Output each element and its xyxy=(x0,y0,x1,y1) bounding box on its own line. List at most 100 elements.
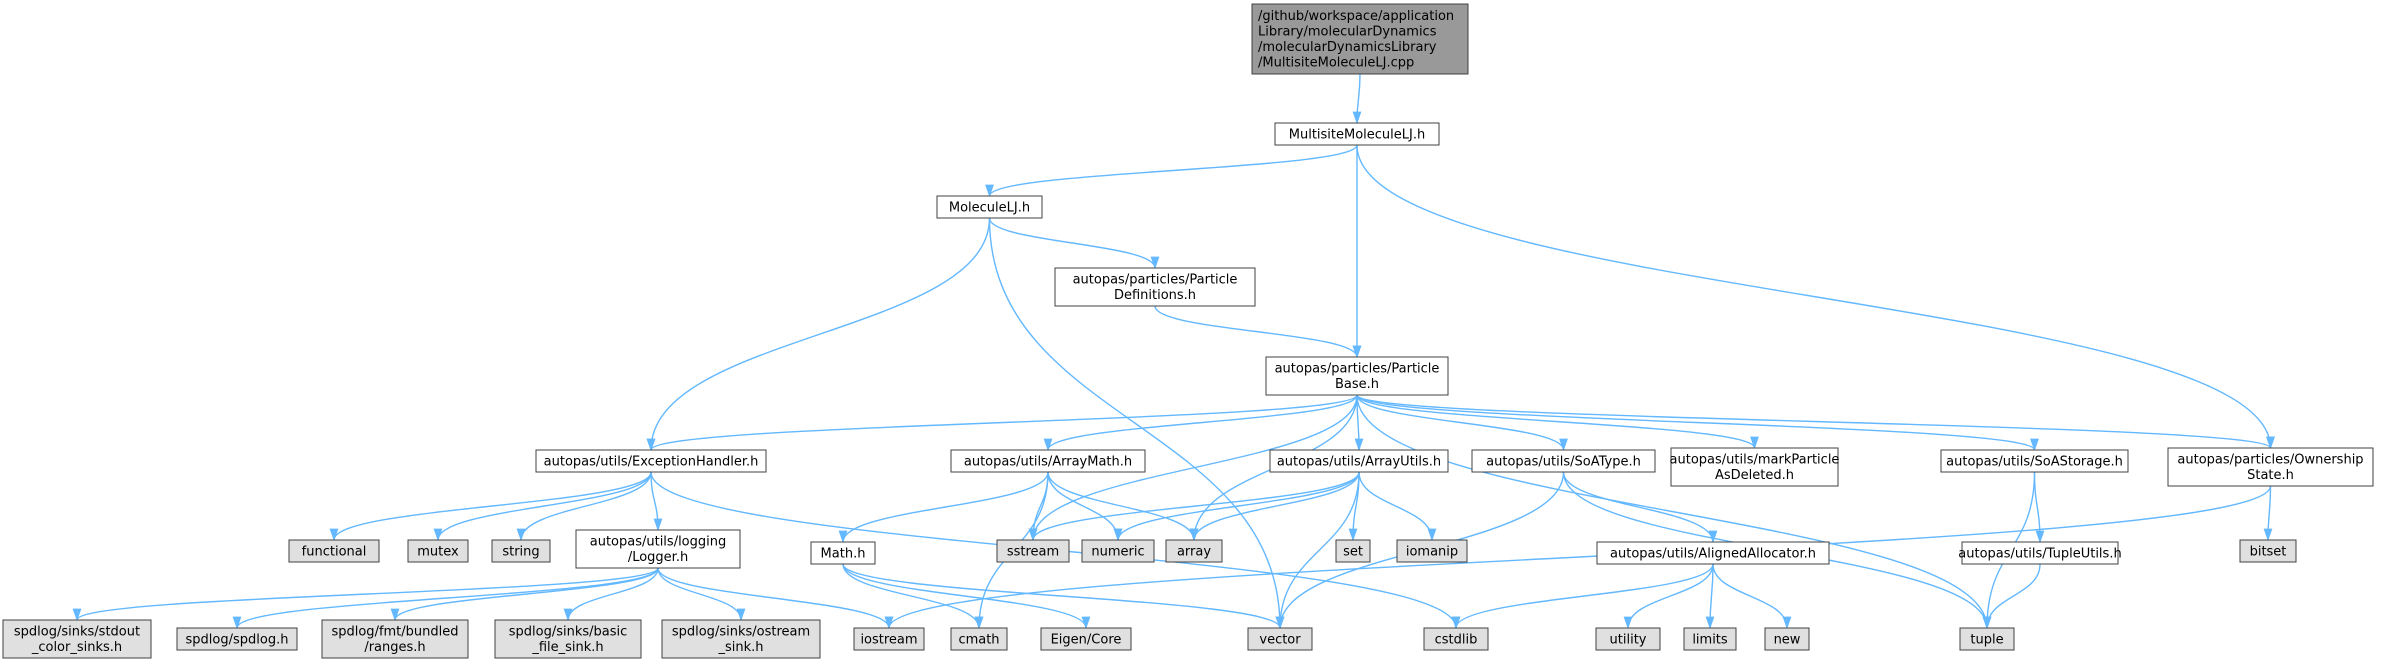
edge-particlebase-to-soatype xyxy=(1356,394,1568,452)
node-root-label-2: /molecularDynamicsLibrary xyxy=(1258,40,1437,55)
node-arraymath[interactable]: autopas/utils/ArrayMath.h xyxy=(950,449,1146,473)
node-stdout-box xyxy=(2,619,152,659)
node-sstream: sstream xyxy=(996,539,1070,563)
node-soastorage[interactable]: autopas/utils/SoAStorage.h xyxy=(1940,449,2129,473)
node-moleculelj-label-0: MoleculeLJ.h xyxy=(949,200,1030,215)
node-ostreamsink: spdlog/sinks/ostream_sink.h xyxy=(661,619,821,659)
node-mutex-box xyxy=(407,539,469,563)
node-iomanip-box xyxy=(1396,539,1468,563)
edge-particlebase-to-arraymath xyxy=(1043,394,1358,452)
edge-logger-to-fmtranges xyxy=(390,567,659,622)
node-soatype[interactable]: autopas/utils/SoAType.h xyxy=(1471,449,1656,473)
edge-arraymath-to-numeric xyxy=(1047,471,1123,542)
edge-moleculelj-to-vector xyxy=(988,217,1285,630)
edge-moleculelj-to-exceptionhandler xyxy=(646,217,991,452)
edge-exceptionhandler-to-string xyxy=(516,471,652,542)
node-numeric-label-0: numeric xyxy=(1091,544,1144,559)
edge-alignedalloc-to-limits xyxy=(1705,563,1715,630)
node-multisite[interactable]: MultisiteMoleculeLJ.h xyxy=(1274,122,1440,146)
node-new-label-0: new xyxy=(1774,632,1801,647)
edge-alignedalloc-to-new xyxy=(1712,563,1792,630)
node-limits: limits xyxy=(1683,627,1737,651)
node-particlebase-box xyxy=(1265,356,1449,396)
node-logger-label-0: autopas/utils/logging xyxy=(590,535,727,550)
node-basicfile: spdlog/sinks/basic_file_sink.h xyxy=(494,619,642,659)
edge-particlebase-to-exceptionhandler xyxy=(646,394,1358,452)
edge-particledefs-to-particlebase xyxy=(1154,305,1362,359)
node-eigen-label-0: Eigen/Core xyxy=(1051,632,1122,647)
node-tuple-box xyxy=(1959,627,2015,651)
node-root-label-1: Library/molecularDynamics xyxy=(1258,25,1437,40)
node-mathh[interactable]: Math.h xyxy=(810,541,876,565)
node-iomanip-label-0: iomanip xyxy=(1406,544,1458,559)
node-logger-label-1: /Logger.h xyxy=(628,550,688,565)
node-exceptionhandler[interactable]: autopas/utils/ExceptionHandler.h xyxy=(535,449,767,473)
node-arraymath-label-0: autopas/utils/ArrayMath.h xyxy=(964,454,1132,469)
node-cstdlib: cstdlib xyxy=(1423,627,1489,651)
edge-particlebase-to-soastorage xyxy=(1356,394,2039,452)
edge-mathh-to-vector xyxy=(842,563,1285,630)
node-functional: functional xyxy=(288,539,380,563)
node-moleculelj[interactable]: MoleculeLJ.h xyxy=(936,195,1043,219)
edge-multisite-to-moleculelj xyxy=(985,144,1358,198)
node-ownership-label-0: autopas/particles/Ownership xyxy=(2177,453,2363,468)
node-vector-label-0: vector xyxy=(1259,632,1301,647)
edge-arraymath-to-mathh xyxy=(838,471,1049,544)
nodes-layer: /github/workspace/applicationLibrary/mol… xyxy=(2,3,2374,659)
node-ostreamsink-label-1: _sink.h xyxy=(717,640,763,655)
node-functional-label-0: functional xyxy=(302,544,367,559)
node-tupleutils[interactable]: autopas/utils/TupleUtils.h xyxy=(1958,541,2122,565)
node-fmtranges-label-1: /ranges.h xyxy=(364,640,425,655)
node-root[interactable]: /github/workspace/applicationLibrary/mol… xyxy=(1251,3,1469,75)
node-multisite-box xyxy=(1274,122,1440,146)
edge-ownership-to-iostream xyxy=(884,485,2272,630)
node-tuple-label-0: tuple xyxy=(1970,632,2003,647)
node-string-label-0: string xyxy=(502,544,539,559)
node-iomanip: iomanip xyxy=(1396,539,1468,563)
node-utility-label-0: utility xyxy=(1610,632,1647,647)
node-arrayutils-label-0: autopas/utils/ArrayUtils.h xyxy=(1277,454,1441,469)
edge-arrayutils-to-vector xyxy=(1275,471,1360,630)
edge-logger-to-ostreamsink xyxy=(657,567,746,622)
edge-logger-to-basicfile xyxy=(563,567,659,622)
node-spdlog: spdlog/spdlog.h xyxy=(176,627,298,651)
node-array-label-0: array xyxy=(1177,544,1211,559)
node-soatype-label-0: autopas/utils/SoAType.h xyxy=(1486,454,1641,469)
node-limits-box xyxy=(1683,627,1737,651)
edge-tupleutils-to-tuple xyxy=(1982,563,2041,630)
edge-ownership-to-bitset xyxy=(2263,485,2273,542)
node-particledefs-label-1: Definitions.h xyxy=(1114,288,1196,303)
edge-mathh-to-cmath xyxy=(842,563,984,630)
node-alignedalloc[interactable]: autopas/utils/AlignedAllocator.h xyxy=(1596,541,1830,565)
edge-arrayutils-to-iomanip xyxy=(1358,471,1437,542)
node-markparticle-label-1: AsDeleted.h xyxy=(1715,468,1794,483)
node-basicfile-label-0: spdlog/sinks/basic xyxy=(509,625,628,640)
node-bitset-label-0: bitset xyxy=(2250,544,2287,559)
node-particlebase-label-0: autopas/particles/Particle xyxy=(1275,362,1440,377)
node-arrayutils[interactable]: autopas/utils/ArrayUtils.h xyxy=(1269,449,1449,473)
node-particledefs-box xyxy=(1054,267,1256,307)
node-numeric: numeric xyxy=(1081,539,1155,563)
node-markparticle-label-0: autopas/utils/markParticle xyxy=(1670,453,1840,468)
node-logger[interactable]: autopas/utils/logging/Logger.h xyxy=(575,529,741,569)
node-array-box xyxy=(1165,539,1223,563)
node-exceptionhandler-box xyxy=(535,449,767,473)
node-tupleutils-label-0: autopas/utils/TupleUtils.h xyxy=(1958,546,2121,561)
node-multisite-label-0: MultisiteMoleculeLJ.h xyxy=(1289,127,1425,142)
edge-particlebase-to-sstream xyxy=(1028,394,1358,542)
edge-logger-to-stdout xyxy=(72,567,659,622)
node-markparticle-box xyxy=(1670,447,1839,487)
node-moleculelj-box xyxy=(936,195,1043,219)
node-iostream-box xyxy=(853,627,925,651)
node-stdout-label-1: _color_sinks.h xyxy=(31,640,122,655)
node-iostream-label-0: iostream xyxy=(860,632,917,647)
node-eigen-box xyxy=(1040,627,1132,651)
node-ostreamsink-box xyxy=(661,619,821,659)
node-mutex: mutex xyxy=(407,539,469,563)
node-bitset: bitset xyxy=(2239,539,2297,563)
node-string-box xyxy=(491,539,551,563)
